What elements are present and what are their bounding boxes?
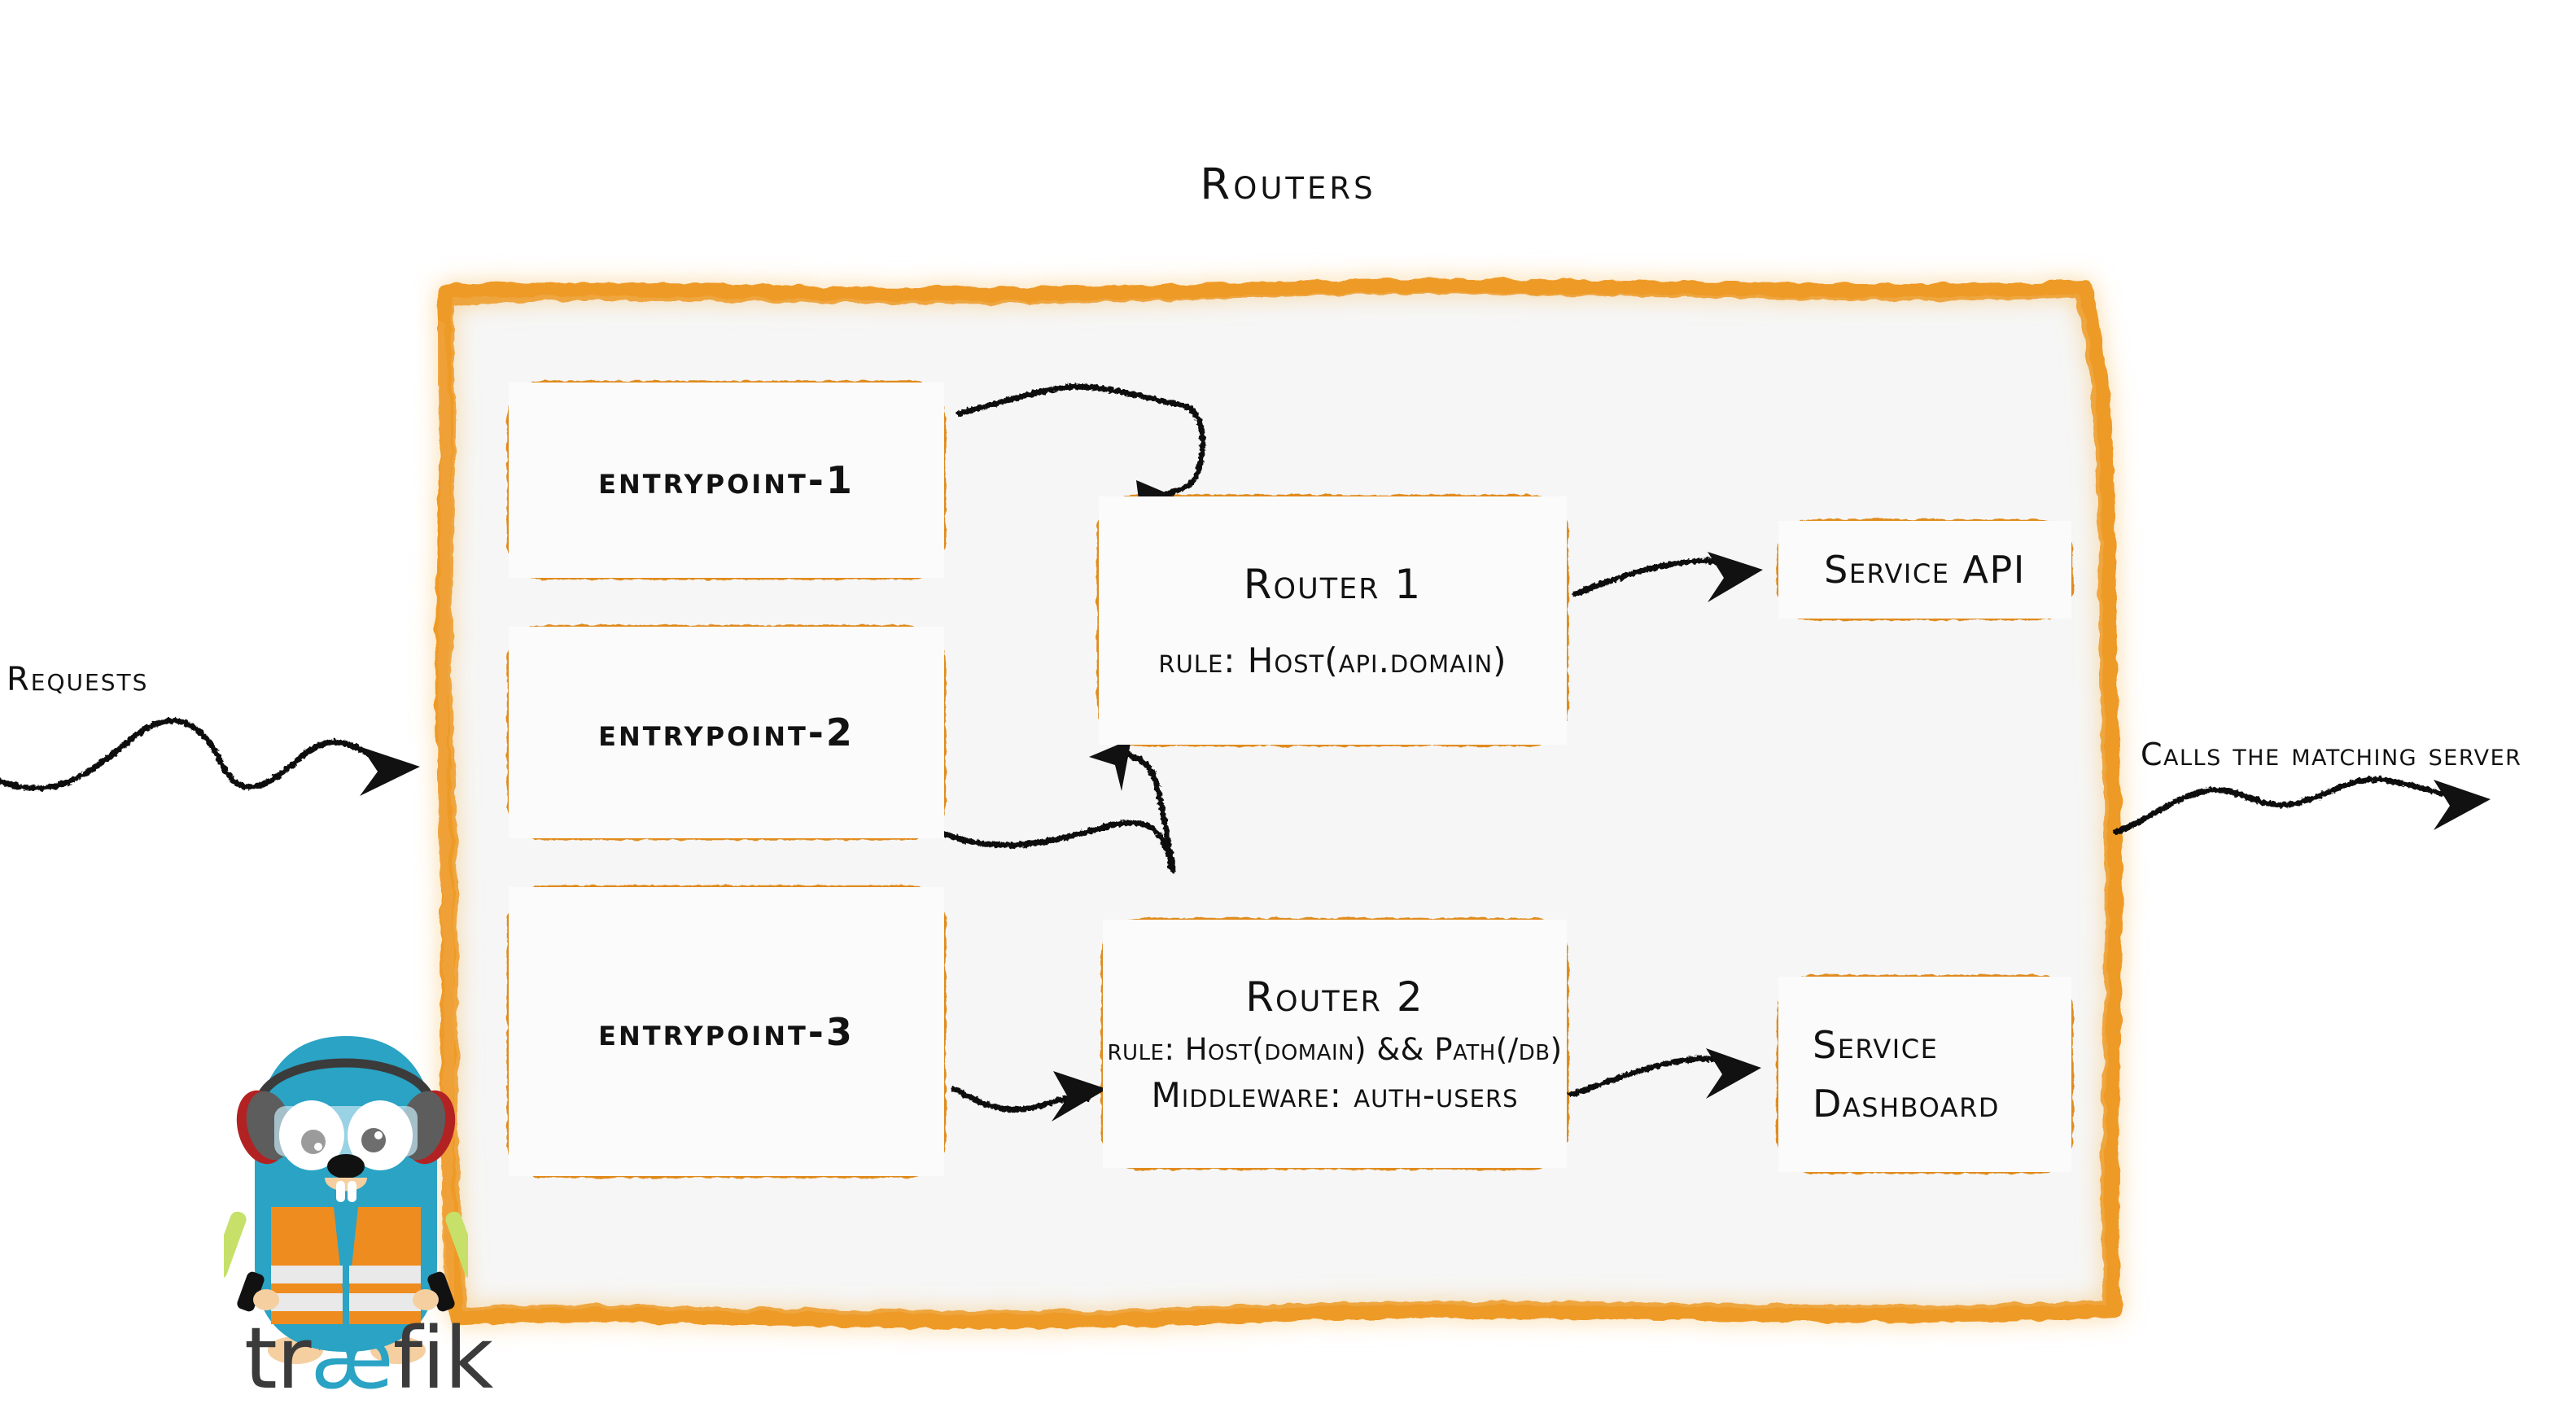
vest-stripe-right-2 (349, 1293, 421, 1311)
wordmark-ae-ligature: æ (310, 1309, 394, 1408)
wordmark-part-after: fik (392, 1309, 494, 1408)
arrow-requests-to-container (0, 718, 394, 791)
marshalling-wand-right (427, 1211, 468, 1312)
gopher-nose (327, 1154, 365, 1178)
wordmark-part-before: tr (244, 1309, 312, 1408)
marshalling-wand-left (224, 1211, 265, 1312)
service-dashboard-box[interactable]: Service Dashboard (1778, 977, 2071, 1172)
arrowhead-router2-dash (1706, 1048, 1761, 1099)
traefik-wordmark: træfik (244, 1309, 493, 1408)
entrypoint-1-box[interactable]: entrypoint-1 (509, 383, 944, 578)
gopher-pupil-right (361, 1128, 386, 1152)
router-1-title: Router 1 (1243, 561, 1423, 608)
service-dashboard-label-line1: Service (1813, 1022, 1939, 1067)
entrypoint-2-box[interactable]: entrypoint-2 (509, 627, 944, 838)
entrypoint-3-label: entrypoint-3 (598, 1009, 855, 1054)
router-2-middleware: Middleware: auth-users (1151, 1074, 1519, 1115)
entrypoint-1-label: entrypoint-1 (598, 458, 855, 502)
vest-stripe-left-1 (271, 1266, 343, 1283)
headphone-band (255, 1058, 435, 1104)
traefik-gopher-mascot (224, 1036, 468, 1364)
arrowhead-requests (360, 747, 420, 796)
gopher-tooth-right (348, 1181, 356, 1202)
page-title: Routers (1200, 160, 1376, 209)
gopher-pupil-left (301, 1130, 326, 1154)
arrow-container-to-server (2113, 776, 2461, 835)
arrowhead-ep2-router1 (1089, 739, 1131, 791)
arrowhead-server (2434, 780, 2491, 830)
gopher-hand-left (253, 1289, 279, 1310)
gopher-hand-right (413, 1289, 439, 1310)
router-1-box[interactable]: Router 1 rule: Host(api.domain) (1099, 496, 1567, 745)
arrowhead-ep3-router2 (1052, 1071, 1107, 1122)
entrypoint-3-box[interactable]: entrypoint-3 (509, 887, 944, 1176)
gopher-tooth-left (336, 1181, 345, 1202)
entrypoint-2-label: entrypoint-2 (598, 711, 855, 754)
router-2-title: Router 2 (1245, 973, 1424, 1021)
service-dashboard-label-line2: Dashboard (1813, 1082, 2000, 1126)
router-2-rule: rule: Host(domain) && Path(/db) (1107, 1031, 1563, 1067)
calls-the-matching-server-label: Calls the matching server (2141, 737, 2522, 772)
vest-stripe-right-1 (349, 1266, 421, 1283)
arrow-heads (360, 480, 2491, 1122)
arrow-ep1-to-router1 (956, 383, 1206, 498)
service-api-label: Service API (1824, 547, 2026, 592)
arrowhead-router1-api (1708, 552, 1763, 602)
vest-stripe-left-2 (271, 1293, 343, 1311)
requests-label: Requests (7, 661, 149, 698)
service-api-box[interactable]: Service API (1778, 521, 2071, 619)
router-1-rule: rule: Host(api.domain) (1158, 641, 1507, 680)
arrow-ep2-to-router1 (942, 750, 1175, 873)
router-2-box[interactable]: Router 2 rule: Host(domain) && Path(/db)… (1103, 920, 1567, 1168)
